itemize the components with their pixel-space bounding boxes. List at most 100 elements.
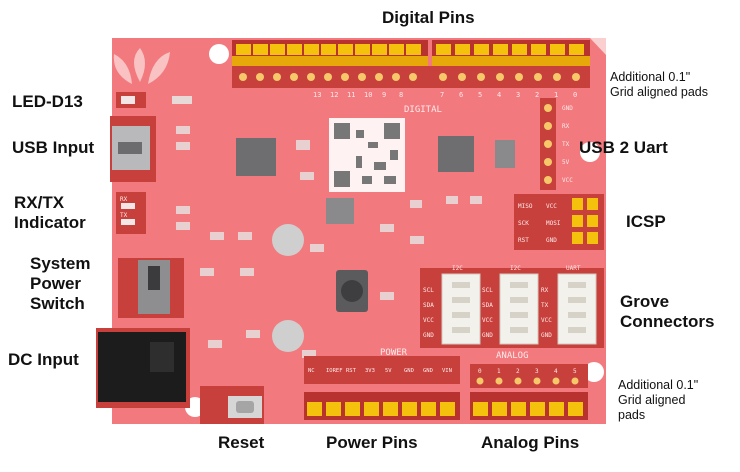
svg-text:9: 9	[382, 91, 386, 99]
led-d13	[121, 96, 135, 104]
label-rxtx-indicator: RX/TX Indicator	[14, 193, 86, 232]
svg-text:MOSI: MOSI	[546, 220, 561, 227]
svg-text:12: 12	[330, 91, 338, 99]
regulator-chip	[326, 198, 354, 224]
silk-analog: ANALOG	[496, 351, 529, 361]
label-power-pins: Power Pins	[326, 433, 418, 452]
svg-text:0: 0	[478, 368, 482, 375]
svg-text:RST: RST	[346, 368, 357, 374]
svg-text:IOREF: IOREF	[326, 368, 343, 374]
silk-power: POWER	[380, 348, 408, 358]
uart-silk: GND RX TX 5V VCC	[562, 105, 573, 184]
label-dc-input: DC Input	[8, 350, 79, 369]
grove-slots	[452, 282, 586, 333]
icsp-silk-left: MISO SCK RST	[518, 203, 533, 244]
label-usb-2-uart: USB 2 Uart	[579, 138, 668, 157]
digital-header-right-base	[432, 56, 590, 66]
svg-text:SCL: SCL	[482, 287, 493, 294]
seeed-logo	[113, 48, 170, 84]
digital-header-right-pins	[436, 44, 584, 55]
svg-text:SCK: SCK	[518, 220, 529, 227]
capacitor	[272, 224, 304, 256]
inductor-core	[341, 280, 363, 302]
silk-digital: DIGITAL	[404, 105, 442, 115]
label-icsp: ICSP	[626, 212, 666, 231]
svg-text:RST: RST	[518, 237, 529, 244]
digital-header-left-base	[232, 56, 428, 66]
smd-part	[172, 96, 192, 104]
svg-text:3V3: 3V3	[365, 368, 375, 374]
usb-uart-chip	[236, 138, 276, 176]
label-usb-input: USB Input	[12, 138, 95, 157]
power-switch-slider	[148, 266, 160, 290]
mounting-hole	[580, 142, 600, 162]
svg-text:5: 5	[478, 91, 482, 99]
svg-text:TX: TX	[562, 141, 570, 148]
svg-text:I2C: I2C	[510, 265, 521, 272]
mounting-hole	[209, 44, 229, 64]
rxtx-pad	[116, 192, 146, 234]
svg-text:GND: GND	[482, 332, 493, 339]
label-analog-pins: Analog Pins	[481, 433, 580, 452]
svg-text:6: 6	[459, 91, 463, 99]
svg-text:2: 2	[535, 91, 539, 99]
power-pin-silk: NC IOREF RST 3V3 5V GND GND VIN	[308, 368, 452, 374]
dc-jack-opening	[150, 342, 174, 372]
svg-text:RX: RX	[541, 287, 549, 294]
svg-text:VCC: VCC	[562, 177, 573, 184]
svg-text:SDA: SDA	[482, 302, 493, 309]
digital-numbers-right: 7 6 5 4 3 2 1 0	[440, 91, 577, 99]
label-digital-pins: Digital Pins	[382, 8, 475, 27]
svg-text:GND: GND	[423, 368, 433, 374]
svg-text:UART: UART	[566, 265, 581, 272]
smd-parts	[176, 126, 482, 358]
svg-text:4: 4	[497, 91, 501, 99]
svg-text:4: 4	[554, 368, 558, 375]
svg-text:VCC: VCC	[546, 203, 557, 210]
power-header-pins	[307, 402, 455, 416]
label-additional-pads-bottom: Additional 0.1" Grid aligned pads	[618, 378, 699, 422]
label-grove-connectors: Grove Connectors	[620, 292, 715, 331]
svg-text:11: 11	[347, 91, 355, 99]
icsp-header-pins	[572, 198, 598, 244]
svg-text:VCC: VCC	[423, 317, 434, 324]
label-led-d13: LED-D13	[12, 92, 83, 111]
svg-text:GND: GND	[546, 237, 557, 244]
svg-text:1: 1	[497, 368, 501, 375]
silk-tx: TX	[120, 212, 128, 219]
digital-header-left-pins	[236, 44, 421, 55]
svg-text:GND: GND	[404, 368, 414, 374]
microcontroller-chip	[438, 136, 474, 172]
label-additional-pads-top: Additional 0.1" Grid aligned pads	[610, 70, 708, 99]
grove-silk-3: RX TX VCC GND	[541, 287, 552, 339]
svg-text:5V: 5V	[385, 368, 392, 374]
tx-led	[121, 219, 135, 225]
svg-text:7: 7	[440, 91, 444, 99]
qr-code-pattern	[334, 123, 400, 187]
svg-text:5V: 5V	[562, 159, 570, 166]
svg-text:VIN: VIN	[442, 368, 452, 374]
svg-text:1: 1	[554, 91, 558, 99]
svg-text:VCC: VCC	[482, 317, 493, 324]
uart-pads	[544, 104, 552, 184]
svg-text:RX: RX	[562, 123, 570, 130]
svg-text:SCL: SCL	[423, 287, 434, 294]
icsp-silk-right: VCC MOSI GND	[546, 203, 561, 244]
grove-silk-2: SCL SDA VCC GND	[482, 287, 493, 339]
svg-text:I2C: I2C	[452, 265, 463, 272]
svg-text:GND: GND	[541, 332, 552, 339]
analog-pad-holes	[476, 377, 579, 385]
label-system-power-switch: System Power Switch	[30, 254, 91, 313]
rx-led	[121, 203, 135, 209]
capacitor	[272, 320, 304, 352]
power-silk-strip	[304, 356, 460, 384]
svg-text:TX: TX	[541, 302, 549, 309]
analog-header-pins	[473, 402, 583, 416]
usb-micro-port	[118, 142, 142, 154]
svg-text:SDA: SDA	[423, 302, 434, 309]
svg-text:0: 0	[573, 91, 577, 99]
svg-text:13: 13	[313, 91, 321, 99]
mounting-hole	[584, 362, 604, 382]
